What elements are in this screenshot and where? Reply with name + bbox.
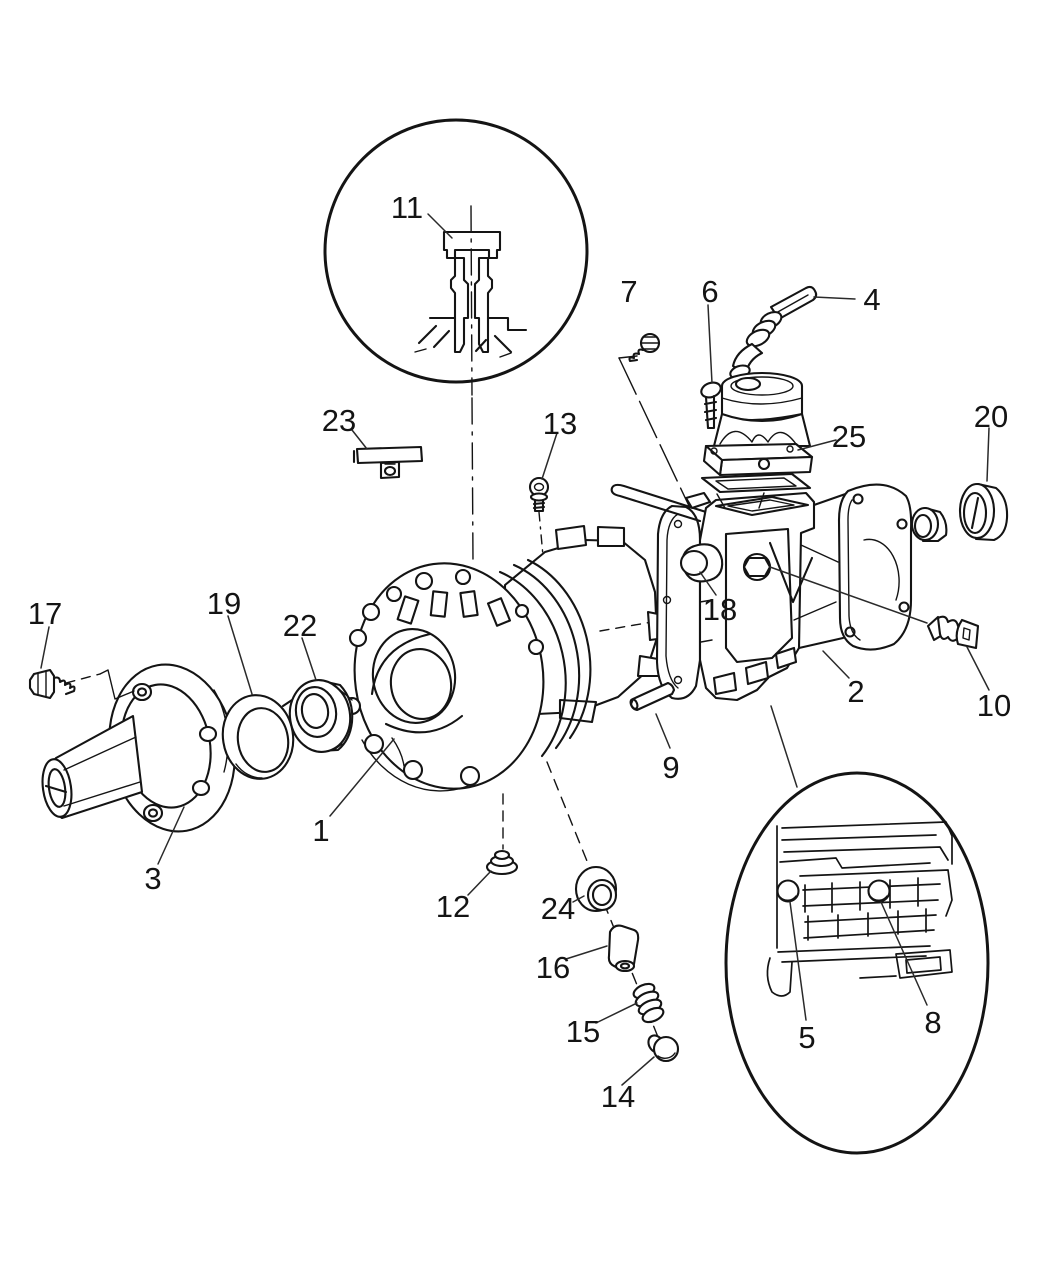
case-side-sketch [766,821,953,997]
callout-18: 18 [703,592,737,627]
callout-16: 16 [536,950,570,985]
plug-5 [776,879,800,903]
snap-ring-19 [221,694,301,780]
callout-13: 13 [543,406,577,441]
callout-2: 2 [847,674,864,709]
callout-24: 24 [541,891,575,926]
plug-8 [867,879,891,903]
callout-5: 5 [798,1020,815,1055]
ball-plug-14 [647,1034,680,1063]
case-bore-boss-18 [679,543,724,583]
callout-14: 14 [601,1079,635,1114]
callout-9: 9 [662,750,679,785]
callout-3: 3 [144,861,161,896]
backup-switch-10 [769,566,980,650]
bleeder-screw-6 [700,381,722,430]
output-seal-20 [958,482,1009,542]
gasket-25 [700,472,812,494]
rear-bushing [910,506,948,543]
callout-25: 25 [832,419,866,454]
bearing-22 [288,679,354,753]
callout-12: 12 [436,889,470,924]
callout-15: 15 [566,1014,600,1049]
callout-19: 19 [207,586,241,621]
front-retainer-part-1 [342,562,545,792]
callout-23: 23 [322,403,356,438]
callout-4: 4 [863,282,880,317]
case-gasket [655,504,702,700]
bracket-23 [352,445,424,480]
bolt-17 [28,668,135,700]
callout-8: 8 [924,1005,941,1040]
pin-9 [629,681,676,712]
roller-16 [607,924,640,973]
extension-flange-part-3 [41,663,236,833]
callout-17: 17 [28,596,62,631]
bushing-24 [574,865,618,913]
leader-lines [40,213,990,1086]
spring-15 [632,982,665,1024]
transmission-case-part-2 [610,483,913,702]
bolt-7 [618,332,691,509]
callout-7: 7 [620,274,637,309]
shift-tower [700,285,818,509]
callout-labels: 1 2 3 4 5 6 7 8 9 10 11 12 13 14 15 16 1… [28,190,1011,1114]
vent-plug-cross-section [414,230,528,358]
detail-circle-part-11 [323,118,589,384]
detail-ellipse-case-side [724,705,990,1155]
callout-11: 11 [391,190,423,225]
callout-1: 1 [312,813,329,848]
bolt-13 [528,476,550,513]
callout-22: 22 [283,608,317,643]
callout-6: 6 [701,274,718,309]
callout-10: 10 [977,688,1011,723]
plug-12 [485,849,519,876]
callout-20: 20 [974,399,1008,434]
